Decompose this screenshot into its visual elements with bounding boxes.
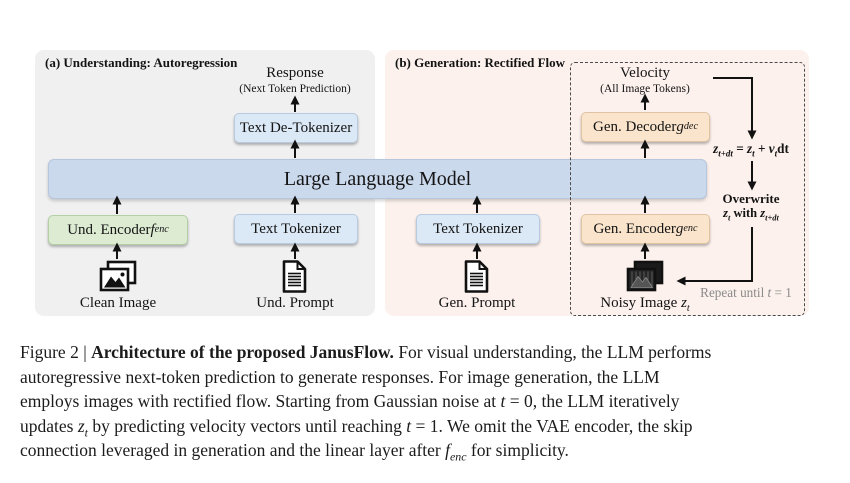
- caption-line-4-var2: t: [406, 415, 412, 436]
- eq-z2: z: [747, 141, 753, 156]
- clean-image-label: Clean Image: [79, 295, 157, 311]
- text-tokenizer-b-label: Text Tokenizer: [433, 220, 523, 237]
- ow-s2: t+dt: [765, 212, 779, 223]
- text-tokenizer-b-box: Text Tokenizer: [416, 214, 540, 244]
- document-icon: [282, 260, 307, 293]
- gen-encoder-var: g: [675, 220, 684, 237]
- caption-line-4a: updates: [20, 415, 78, 436]
- eq-s1: t+dt: [718, 148, 733, 159]
- und-encoder-var: f: [150, 221, 155, 238]
- update-equation: zt+dt = zt + vtdt: [713, 141, 789, 159]
- gen-encoder-label: Gen. Encoder: [593, 220, 676, 237]
- caption-line-4c: = 1. We omit the VAE encoder, the skip: [411, 415, 693, 436]
- repeat-var: t: [767, 285, 772, 300]
- response-label: Response: [266, 65, 324, 81]
- text-tokenizer-a-label: Text Tokenizer: [251, 220, 341, 237]
- gen-decoder-label: Gen. Decoder: [593, 118, 677, 135]
- caption-line-5a: connection leveraged in generation and t…: [20, 440, 446, 460]
- noisy-image-sub: t: [686, 303, 690, 314]
- ow-s1: t: [727, 212, 731, 223]
- document-icon: [464, 260, 489, 293]
- eq-dt: dt: [777, 141, 789, 156]
- eq-z1: z: [713, 141, 719, 156]
- figure-caption: Figure 2 | Architecture of the proposed …: [20, 340, 835, 463]
- velocity-label: Velocity: [620, 65, 670, 81]
- caption-line-5-var: f: [445, 440, 451, 460]
- text-detokenizer-box: Text De-Tokenizer: [234, 113, 358, 143]
- repeat-value: = 1: [771, 285, 792, 300]
- text-detokenizer-label: Text De-Tokenizer: [239, 119, 353, 136]
- und-prompt-label: Und. Prompt: [256, 295, 334, 311]
- caption-line-2: autoregressive next-token prediction to …: [20, 366, 660, 387]
- ow-with: with: [730, 206, 761, 220]
- overwrite-label: Overwrite: [722, 191, 780, 206]
- noisy-image-label: Noisy Image zt: [600, 295, 690, 314]
- eq-v: v: [768, 141, 775, 156]
- eq-s2: t: [752, 148, 755, 159]
- gen-decoder-var: g: [676, 118, 684, 135]
- large-language-model-bar: Large Language Model: [48, 159, 707, 199]
- repeat-until-label: Repeat until t = 1: [700, 285, 792, 301]
- caption-line-3b: = 0, the LLM iteratively: [505, 391, 680, 411]
- caption-figure-number: Figure 2 |: [20, 342, 92, 362]
- response-note: (Next Token Prediction): [239, 83, 351, 95]
- caption-line-5b: for simplicity.: [466, 440, 569, 460]
- llm-label: Large Language Model: [283, 167, 472, 190]
- caption-line-4-sub1: t: [84, 425, 88, 439]
- text-tokenizer-a-box: Text Tokenizer: [234, 214, 358, 244]
- panel-a-title: (a) Understanding: Autoregression: [45, 55, 238, 70]
- caption-line-4-var1: z: [77, 415, 85, 436]
- caption-line-4b: by predicting velocity vectors until rea…: [87, 415, 407, 436]
- noisy-image-var: z: [681, 295, 687, 311]
- velocity-note: (All Image Tokens): [600, 83, 690, 95]
- ow-z1: z: [723, 206, 728, 220]
- noisy-image-text: Noisy Image: [600, 295, 682, 311]
- ow-z2: z: [760, 206, 766, 220]
- repeat-text: Repeat until: [700, 285, 768, 300]
- gen-prompt-label: Gen. Prompt: [438, 295, 516, 311]
- noisy-photo-stack-icon: [626, 260, 664, 292]
- overwrite-detail: zt with zt+dt: [723, 206, 779, 223]
- eq-equals: =: [732, 141, 747, 156]
- caption-line-3-var: t: [500, 391, 506, 411]
- caption-line-4: updates zt by predicting velocity vector…: [20, 414, 835, 439]
- caption-line-1-rest: For visual understanding, the LLM perfor…: [393, 342, 712, 362]
- eq-s3: t: [774, 148, 778, 159]
- photo-stack-icon: [99, 260, 137, 292]
- caption-line-3a: employs images with rectified flow. Star…: [20, 391, 501, 411]
- caption-line-5-sub: enc: [450, 449, 467, 464]
- caption-bold-title: Architecture of the proposed JanusFlow.: [91, 342, 394, 362]
- panel-b-title: (b) Generation: Rectified Flow: [395, 55, 566, 70]
- eq-plus: +: [754, 141, 769, 156]
- caption-line-1: Figure 2 | Architecture of the proposed …: [20, 340, 835, 365]
- caption-line-5: connection leveraged in generation and t…: [20, 438, 835, 463]
- caption-line-3: employs images with rectified flow. Star…: [20, 389, 835, 414]
- und-encoder-label: Und. Encoder: [67, 221, 151, 238]
